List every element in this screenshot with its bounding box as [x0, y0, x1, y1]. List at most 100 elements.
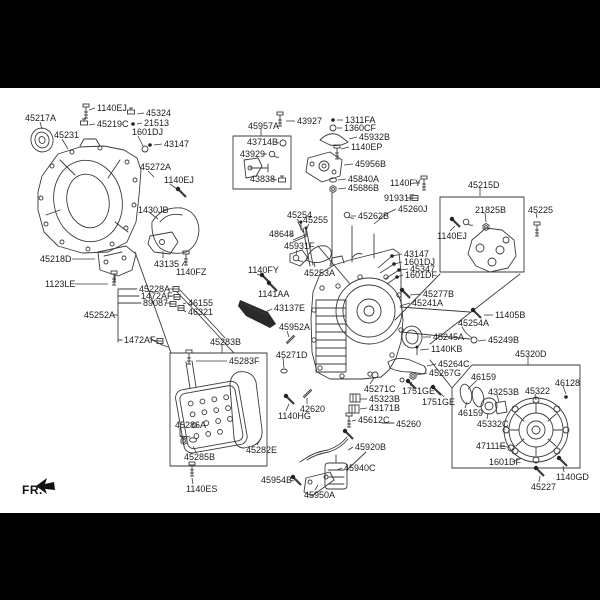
top-black-band: [0, 0, 600, 88]
part-label-45347: 45347: [410, 264, 435, 274]
clip-icon: [462, 218, 474, 226]
boltv-icon: [185, 349, 193, 365]
part-label-45253A: 45253A: [304, 268, 335, 278]
dot-icon: [395, 275, 399, 279]
main-case-art: [310, 248, 471, 380]
bottom-black-band: [0, 513, 600, 600]
leader-line: [347, 446, 354, 451]
part-label-45950A: 45950A: [304, 490, 335, 500]
clip-icon: [268, 150, 280, 158]
part-label-45952A: 45952A: [279, 322, 310, 332]
leader-line: [262, 308, 273, 314]
part-label-45920B: 45920B: [355, 442, 386, 452]
part-label-1601DF: 1601DF: [489, 457, 522, 467]
clamp-icon: [172, 286, 180, 292]
circle-icon: [141, 145, 149, 153]
part-label-21513: 21513: [144, 118, 169, 128]
part-label-45249B: 45249B: [488, 335, 519, 345]
leader-line: [486, 412, 489, 420]
leader-line: [182, 302, 187, 305]
part-label-45282E: 45282E: [246, 445, 277, 455]
part-label-45957A: 45957A: [248, 121, 279, 131]
part-label-45255: 45255: [303, 215, 328, 225]
bolt-icon: [449, 216, 461, 228]
leader-line: [88, 107, 96, 111]
part-label-43927: 43927: [297, 116, 322, 126]
part-label-45260J: 45260J: [398, 204, 428, 214]
part-label-45227: 45227: [531, 482, 556, 492]
part-label-1141AA: 1141AA: [258, 289, 289, 299]
part-label-45254: 45254: [287, 210, 312, 220]
washer-icon: [329, 177, 337, 183]
boltv-icon: [182, 250, 190, 266]
circle-icon: [470, 336, 478, 344]
leader-line: [286, 330, 290, 338]
pipes-art: [299, 436, 367, 497]
leader-line: [313, 261, 316, 268]
clamp-icon: [156, 338, 164, 344]
part-label-45228A: 45228A: [139, 284, 170, 294]
part-label-1751GE: 1751GE: [422, 397, 455, 407]
part-label-45932B: 45932B: [359, 132, 390, 142]
cyl-icon: [349, 393, 361, 403]
part-label-1601DJ: 1601DJ: [132, 127, 163, 137]
leader-line: [147, 170, 155, 178]
part-label-45260: 45260: [396, 419, 421, 429]
bolt-icon: [399, 287, 411, 299]
circle-icon: [329, 124, 337, 132]
part-label-45940C: 45940C: [344, 463, 376, 473]
leader-line: [535, 212, 538, 219]
leader-line: [136, 122, 143, 125]
part-label-45217A: 45217A: [25, 113, 56, 123]
part-label-45271C: 45271C: [364, 384, 396, 394]
part-label-11405B: 11405B: [495, 310, 525, 320]
part-label-45225: 45225: [528, 205, 553, 215]
dot-icon: [148, 143, 152, 147]
part-label-45283F: 45283F: [229, 356, 260, 366]
dot-icon: [397, 268, 401, 272]
bolt-icon: [175, 186, 187, 198]
duct-wedge-art: [238, 300, 276, 328]
bolt-icon: [290, 474, 302, 486]
part-label-45231: 45231: [54, 130, 79, 140]
clamp-icon: [177, 305, 185, 311]
leader-line: [314, 484, 319, 491]
leader-line: [169, 183, 178, 190]
dot-icon: [131, 122, 135, 126]
part-label-1601DJ: 1601DJ: [404, 257, 435, 267]
leader-line: [337, 178, 347, 181]
part-label-1140EP: 1140EP: [351, 142, 382, 152]
part-label-45283B: 45283B: [210, 337, 241, 347]
rod-icon: [292, 233, 308, 243]
part-label-43171B: 43171B: [369, 403, 400, 413]
part-label-1140EJ: 1140EJ: [97, 103, 127, 113]
leader-line: [136, 112, 145, 115]
ring3-icon: [30, 127, 54, 153]
leader-line: [534, 393, 537, 401]
part-label-45218D: 45218D: [40, 254, 72, 264]
part-label-45324: 45324: [146, 108, 171, 118]
boltv-icon: [533, 221, 541, 237]
part-label-45954B: 45954B: [261, 475, 292, 485]
box-45957A: [232, 135, 292, 190]
nut-icon: [180, 436, 188, 446]
leader-line: [409, 293, 422, 296]
leader-line: [282, 357, 285, 369]
part-label-1140HG: 1140HG: [278, 411, 311, 421]
leader-line: [449, 225, 456, 232]
leader-line: [340, 146, 350, 150]
washer-icon: [189, 437, 197, 443]
leader-line: [399, 302, 411, 307]
box-45283B: [169, 352, 268, 467]
part-label-1360CF: 1360CF: [344, 123, 377, 133]
part-label-1140EJ: 1140EJ: [164, 175, 194, 185]
leader-line: [498, 445, 509, 448]
part-label-89087: 89087: [143, 298, 168, 308]
boltv-icon: [345, 412, 353, 428]
ring2-icon: [401, 325, 423, 349]
leader-line: [288, 479, 295, 482]
boltv-icon: [276, 111, 284, 127]
circle-icon: [371, 371, 379, 379]
